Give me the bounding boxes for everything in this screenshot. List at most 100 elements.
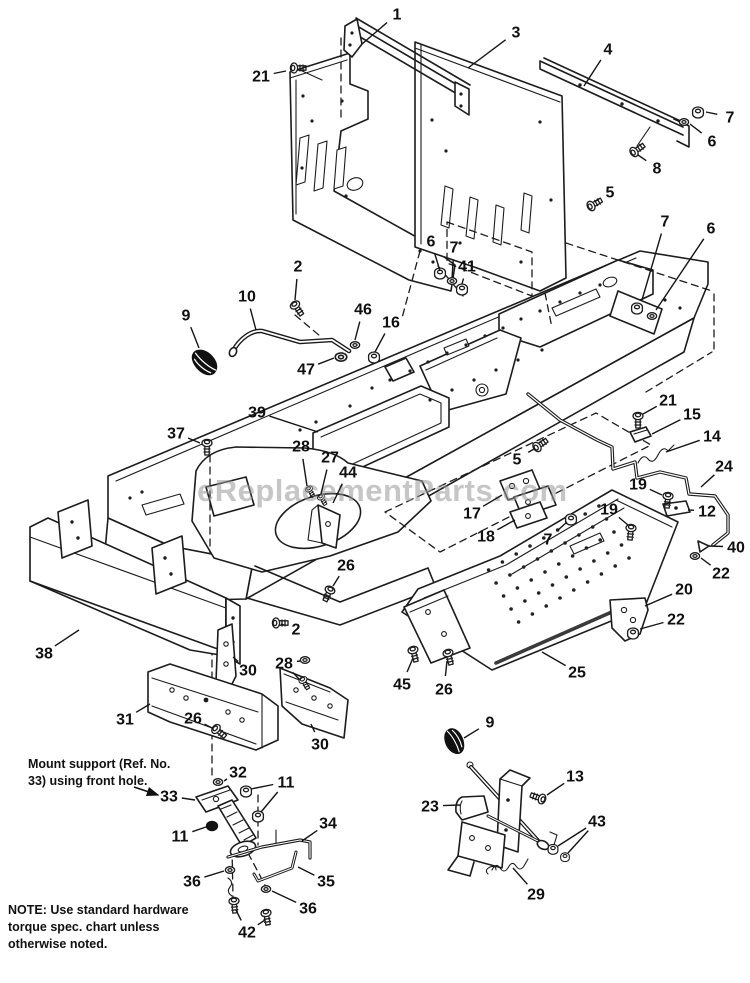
hardware-fasteners: [201, 62, 705, 927]
callout-19: 19: [600, 502, 629, 526]
part-clip-40: [697, 540, 710, 553]
callout-23: 23: [421, 799, 461, 816]
callout-39: 39: [248, 405, 319, 433]
part-main-frame-39: [103, 250, 709, 626]
svg-text:38: 38: [35, 646, 53, 663]
svg-text:46: 46: [354, 302, 372, 319]
part-clamp-15: [629, 426, 652, 443]
footrest-perforations: [486, 504, 631, 624]
svg-text:40: 40: [727, 540, 745, 557]
mount-note-line1: Mount support (Ref. No.: [28, 757, 170, 771]
svg-text:11: 11: [278, 775, 295, 792]
callout-7: 7: [544, 521, 568, 549]
callout-24: 24: [700, 459, 733, 488]
callout-29: 29: [512, 867, 545, 904]
callout-1: 1: [361, 7, 402, 45]
svg-text:4: 4: [604, 42, 613, 59]
svg-text:12: 12: [698, 504, 716, 521]
svg-text:31: 31: [116, 712, 134, 729]
callout-7: 7: [641, 214, 670, 301]
svg-text:17: 17: [463, 506, 481, 523]
svg-text:26: 26: [184, 711, 202, 728]
callout-3: 3: [467, 25, 521, 69]
callout-7: 7: [705, 110, 735, 127]
hardware-note: NOTE: Use standard hardware torque spec.…: [8, 903, 189, 951]
callout-15: 15: [651, 407, 701, 435]
watermark: eReplacementParts.com: [197, 473, 568, 508]
svg-text:22: 22: [712, 566, 730, 583]
callout-13: 13: [546, 769, 584, 796]
svg-text:42: 42: [238, 925, 256, 942]
callout-42: 42: [235, 909, 266, 942]
callout-28: 28: [275, 656, 301, 680]
svg-text:2: 2: [292, 622, 301, 639]
callout-4: 4: [583, 42, 613, 87]
callout-11: 11: [172, 826, 207, 846]
svg-text:45: 45: [393, 677, 411, 694]
svg-text:5: 5: [513, 452, 522, 469]
svg-text:7: 7: [450, 240, 459, 257]
svg-text:26: 26: [337, 558, 355, 575]
callout-41: 41: [458, 259, 476, 285]
callout-6: 6: [655, 221, 716, 311]
knob-9b: [438, 724, 470, 759]
callout-19: 19: [629, 477, 663, 496]
svg-text:6: 6: [707, 221, 716, 238]
callout-30: 30: [232, 656, 257, 680]
svg-text:6: 6: [708, 134, 717, 151]
svg-text:35: 35: [317, 874, 335, 891]
svg-text:9: 9: [182, 308, 191, 325]
svg-text:33: 33: [160, 789, 178, 806]
callout-33: 33: [160, 789, 196, 806]
knob-9: [185, 344, 224, 381]
svg-text:20: 20: [675, 582, 693, 599]
callout-21: 21: [252, 69, 287, 86]
callout-47: 47: [297, 357, 335, 379]
part-support-bar-1: [343, 17, 471, 116]
callout-22: 22: [700, 557, 730, 583]
svg-text:25: 25: [568, 665, 586, 682]
callout-5: 5: [513, 448, 535, 469]
part-lift-rod-10: [228, 328, 352, 358]
callout-7: 7: [450, 240, 459, 279]
part-bracket-44: [307, 504, 341, 549]
part-mount-assembly-33: [195, 785, 257, 858]
callout-36: 36: [183, 870, 225, 891]
svg-text:36: 36: [183, 874, 201, 891]
callout-31: 31: [116, 703, 151, 729]
svg-text:19: 19: [629, 477, 647, 494]
svg-text:10: 10: [238, 289, 256, 306]
callout-16: 16: [374, 315, 400, 353]
svg-text:37: 37: [167, 426, 185, 443]
part-bracket-30-left: [215, 623, 237, 689]
part-footrest-25: [401, 489, 679, 671]
svg-text:8: 8: [653, 161, 662, 178]
callout-46: 46: [354, 302, 372, 341]
part-rod-35: [252, 850, 298, 883]
svg-text:16: 16: [382, 315, 400, 332]
callout-27: 27: [320, 450, 339, 495]
mount-note-line2: 33) using front hole.: [28, 774, 147, 788]
callout-30: 30: [310, 723, 329, 754]
part-spring-14: [637, 444, 675, 464]
callout-12: 12: [687, 504, 716, 521]
part-side-panel-21: [289, 52, 456, 292]
callout-43: 43: [557, 814, 606, 854]
callout-35: 35: [297, 866, 335, 891]
callout-2: 2: [280, 622, 301, 639]
svg-text:19: 19: [600, 502, 618, 519]
svg-text:21: 21: [252, 69, 270, 86]
part-bracket-30-right: [279, 667, 349, 739]
callout-9: 9: [182, 308, 200, 349]
callout-6: 6: [427, 234, 441, 272]
svg-text:23: 23: [421, 799, 439, 816]
callout-22: 22: [639, 612, 685, 630]
callout-2: 2: [294, 259, 303, 301]
callout-44: 44: [332, 465, 357, 504]
svg-text:24: 24: [715, 459, 733, 476]
svg-text:41: 41: [458, 259, 476, 276]
svg-text:11: 11: [172, 829, 189, 846]
svg-text:2: 2: [294, 259, 303, 276]
part-rod-24: [526, 392, 730, 547]
